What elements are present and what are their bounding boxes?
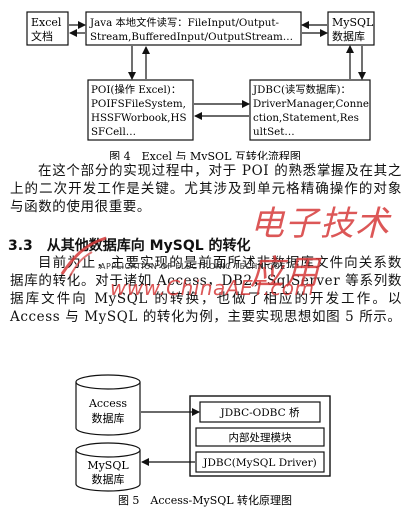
internal-module-label: 内部处理模块 [229, 431, 292, 444]
jdbc-label-4: ultSet… [253, 126, 295, 138]
java-io-box [85, 11, 302, 46]
paragraph-2: 目前为止，主要实现的是前面所述非数据库文件向关系数据库的转化。对于诸如 Acce… [10, 255, 402, 325]
mysql-db-label-2: 数据库 [332, 29, 365, 43]
excel-doc-box [26, 11, 69, 46]
jdbc-label-3: ction,Statement,Res [253, 112, 359, 124]
java-io-label-1: Java 本地文件读写：FileInput/Output- [89, 16, 279, 29]
figure-5-caption: 图 5 Access-MySQL 转化原理图 [118, 493, 292, 507]
figure-4-flowchart: Excel 文档 Java 本地文件读写：FileInput/Output- S… [26, 11, 375, 160]
mysql-driver-label: JDBC(MySQL Driver) [202, 457, 317, 469]
mysql-db-cylinder: MySQL 数据库 [75, 442, 141, 492]
java-io-label-2: Stream,BufferedInput/OutputStream… [90, 31, 293, 43]
jdbc-box [249, 79, 371, 141]
poi-box [87, 79, 194, 141]
figure-4-caption: 图 4 Excel 与 MySQL 互转化流程图 [109, 149, 301, 160]
mysql-db-cyl-label-1: MySQL [87, 459, 129, 472]
figure-5-diagram: Access 数据库 MySQL 数据库 JDBC-ODBC 桥 内部处理模块 … [75, 374, 331, 507]
poi-label-1: POI(操作 Excel)： [91, 83, 181, 96]
mysql-driver-box [195, 451, 325, 473]
jdbc-odbc-bridge-box [199, 401, 321, 423]
excel-doc-label-1: Excel [31, 16, 62, 29]
mysql-db-label-1: MySQL [332, 16, 374, 29]
jdbc-label-1: JDBC(读写数据库)： [252, 83, 351, 96]
poi-label-3: HSSFWorbook,HS [91, 112, 187, 124]
poi-label-4: SFCell… [91, 126, 136, 138]
mysql-db-cyl-label-2: 数据库 [92, 472, 125, 486]
jdbc-odbc-bridge-label: JDBC-ODBC 桥 [220, 407, 300, 419]
excel-doc-label-2: 文档 [31, 29, 53, 43]
access-db-label-2: 数据库 [92, 411, 125, 425]
poi-label-2: POIFSFileSystem, [91, 98, 186, 110]
access-db-label-1: Access [88, 397, 127, 410]
internal-module-box [195, 427, 325, 447]
jdbc-label-2: DriverManager,Conne [253, 98, 369, 110]
access-db-cylinder: Access 数据库 [75, 374, 141, 436]
section-heading: 3.3 从其他数据库向 MySQL 的转化 [8, 238, 251, 254]
paragraph-1: 在这个部分的实现过程中，对于 POI 的熟悉掌握及在其之上的二次开发工作是关键。… [10, 163, 402, 215]
